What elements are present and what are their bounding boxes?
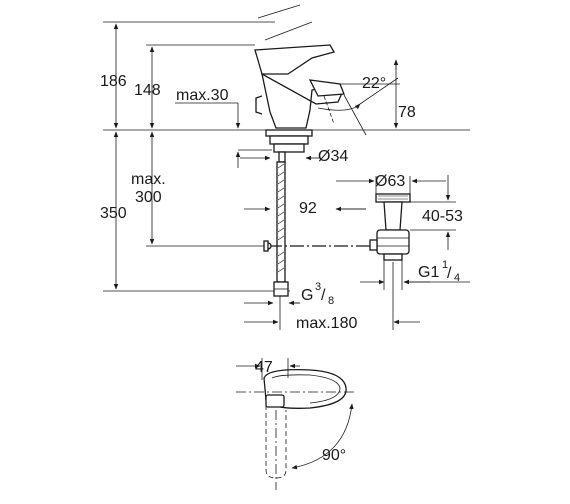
faucet-side-view	[254, 4, 376, 297]
dim-waste-range: 40-53	[422, 208, 463, 225]
dim-waste-thread-num: 1	[442, 259, 448, 271]
waste-diameter-dimension	[336, 176, 446, 194]
dim-waste-offset: 92	[299, 200, 317, 217]
dim-max-deck: max.30	[176, 87, 229, 104]
dim-total-height: 186	[100, 73, 127, 90]
dim-supply-thread-main: G	[301, 287, 313, 304]
dim-spout-height: 148	[134, 82, 161, 99]
dim-spout-angle: 22°	[362, 75, 386, 92]
dim-supply-thread-num: 3	[315, 281, 321, 293]
waste-assembly	[369, 193, 411, 261]
dim-total-depth: 350	[100, 205, 127, 222]
dim-max-line1: max.	[131, 171, 166, 188]
lever-width-dimension	[236, 358, 300, 380]
deck-thickness-dimension	[175, 102, 272, 168]
dim-max-line2: 300	[135, 189, 162, 206]
dim-supply-thread-den: 8	[328, 295, 334, 307]
dim-lever-width: 47	[255, 359, 273, 376]
waste-range-dimension	[410, 175, 456, 250]
dim-waste-thread-main: G1	[418, 264, 439, 281]
dim-lever-rotation: 90°	[322, 447, 346, 464]
spout-angle-dimension	[317, 59, 400, 136]
waste-thread-dimension	[360, 260, 470, 290]
dim-waste-diameter: Ø63	[375, 173, 405, 190]
dim-hole-diameter: Ø34	[318, 148, 348, 165]
dim-max-distance: max.180	[296, 315, 357, 332]
faucet-top-view	[236, 369, 354, 490]
dim-waste-thread-den: 4	[454, 272, 460, 284]
dim-spout-reach: 78	[398, 104, 416, 121]
dim-waste-thread-slash: /	[447, 265, 452, 282]
dim-supply-thread-slash: /	[321, 287, 326, 304]
max-distance-dimension	[244, 262, 420, 330]
